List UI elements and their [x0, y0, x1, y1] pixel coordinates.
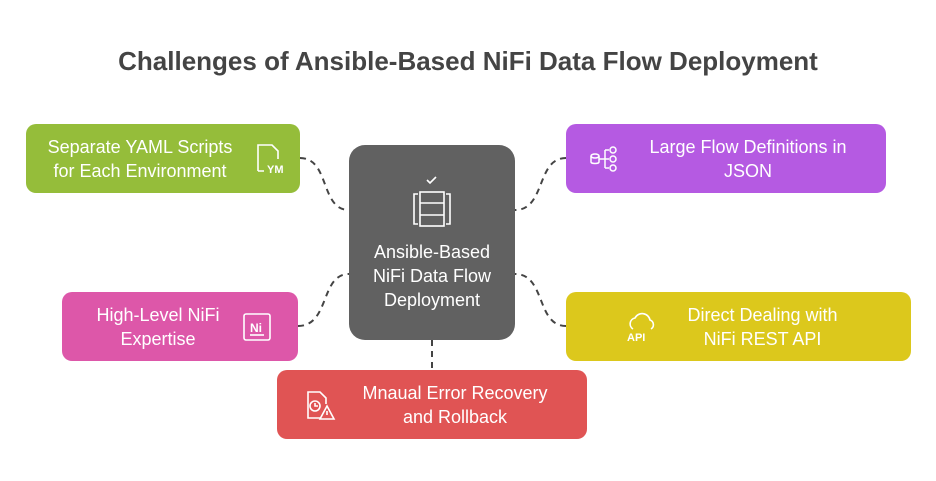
challenge-label: Large Flow Definitions in JSON: [649, 136, 847, 181]
connector-expertise: [297, 273, 350, 327]
challenge-label: Direct Dealing with NiFi REST API: [687, 304, 838, 349]
database-check-icon: [413, 175, 451, 227]
challenge-label: Separate YAML Scripts for Each Environme…: [47, 136, 233, 181]
challenge-json: Large Flow Definitions in JSON: [566, 124, 886, 193]
hierarchy-database-icon: [590, 145, 617, 172]
nifi-icon: Ni: [243, 312, 271, 341]
challenge-rollback: Mnaual Error Recovery and Rollback: [277, 370, 587, 439]
connector-yaml: [299, 157, 350, 211]
connector-api: [514, 273, 567, 327]
cloud-api-icon: API: [627, 312, 654, 343]
svg-text:API: API: [627, 332, 645, 343]
challenge-label: High-Level NiFi Expertise: [96, 304, 220, 349]
svg-text:Ni: Ni: [250, 321, 262, 335]
connector-json: [514, 157, 567, 211]
challenge-yaml: Separate YAML Scripts for Each Environme…: [26, 124, 300, 193]
center-label: Ansible-Based NiFi Data Flow Deployment: [372, 241, 492, 310]
yaml-file-icon: YM: [257, 143, 284, 176]
challenge-label: Mnaual Error Recovery and Rollback: [362, 382, 548, 427]
challenge-expertise: High-Level NiFi Expertise Ni: [62, 292, 298, 361]
challenge-api: API Direct Dealing with NiFi REST API: [566, 292, 911, 361]
file-warning-icon: [307, 390, 336, 420]
center-node: Ansible-Based NiFi Data Flow Deployment: [349, 145, 515, 340]
diagram-title: Challenges of Ansible-Based NiFi Data Fl…: [118, 46, 818, 76]
svg-text:YM: YM: [267, 164, 284, 176]
